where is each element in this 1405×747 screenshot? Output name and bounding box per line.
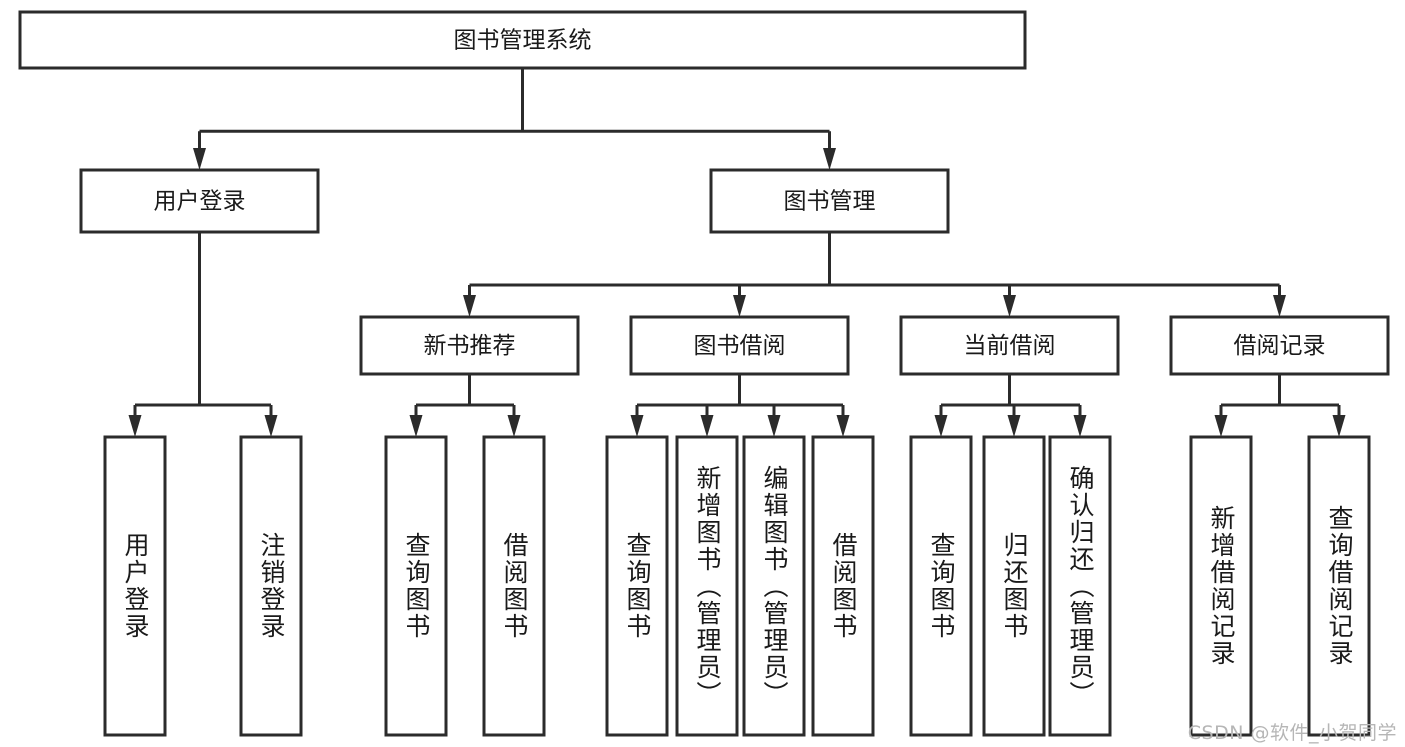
node-box-new-book-recommend[interactable] (359, 315, 580, 376)
node-label-current-borrow: 当前借阅 (964, 333, 1056, 359)
leaf-box-leaf-user-login[interactable] (103, 435, 167, 737)
node-label-book-manage: 图书管理 (784, 189, 876, 215)
leaf-box-leaf-add-book[interactable] (675, 435, 739, 737)
leaf-box-leaf-borrow-book-1[interactable] (482, 435, 546, 737)
node-label-user-login: 用户登录 (154, 189, 246, 215)
node-label-borrow-record: 借阅记录 (1234, 333, 1326, 359)
node-box-root[interactable] (18, 10, 1027, 70)
leaf-box-leaf-return-book[interactable] (982, 435, 1046, 737)
leaf-box-leaf-edit-book[interactable] (742, 435, 806, 737)
node-label-book-borrow: 图书借阅 (694, 333, 786, 359)
leaf-box-leaf-query-book-2[interactable] (605, 435, 669, 737)
leaf-box-leaf-add-record[interactable] (1189, 435, 1253, 737)
leaf-box-leaf-user-logout[interactable] (239, 435, 303, 737)
leaf-box-leaf-query-record[interactable] (1307, 435, 1371, 737)
node-box-book-manage[interactable] (709, 168, 950, 234)
node-box-borrow-record[interactable] (1169, 315, 1390, 376)
leaf-box-leaf-query-book-1[interactable] (384, 435, 448, 737)
node-label-new-book-recommend: 新书推荐 (424, 333, 516, 359)
leaf-box-leaf-confirm-return[interactable] (1048, 435, 1112, 737)
node-box-current-borrow[interactable] (899, 315, 1120, 376)
node-box-user-login[interactable] (79, 168, 320, 234)
node-label-root: 图书管理系统 (454, 28, 592, 54)
leaf-box-leaf-query-book-3[interactable] (909, 435, 973, 737)
leaf-box-leaf-borrow-book-2[interactable] (811, 435, 875, 737)
node-box-book-borrow[interactable] (629, 315, 850, 376)
